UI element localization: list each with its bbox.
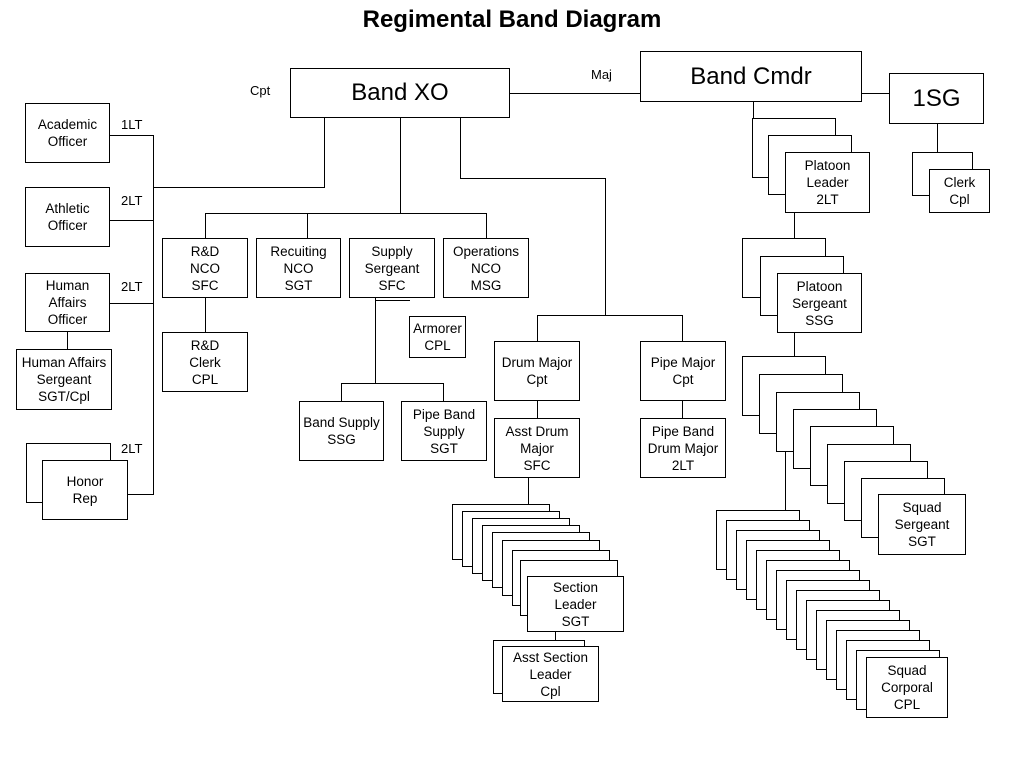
connector-line (67, 332, 68, 349)
connector-line (110, 220, 154, 221)
connector-line (443, 383, 444, 401)
connector-line (110, 303, 154, 304)
rank-label-human-affairs: 2LT (121, 279, 143, 294)
connector-line (753, 102, 754, 119)
connector-line (682, 401, 683, 418)
connector-line (794, 213, 795, 238)
band-supply-box: Band Supply SSG (299, 401, 384, 461)
rank-label-athletic: 2LT (121, 193, 143, 208)
connector-line (937, 124, 938, 152)
connector-line (528, 478, 529, 504)
connector-line (205, 213, 206, 238)
connector-line (537, 315, 683, 316)
rd-nco-box: R&D NCO SFC (162, 238, 248, 298)
connector-line (785, 416, 786, 511)
connector-line (460, 178, 606, 179)
rank-label-academic: 1LT (121, 117, 143, 132)
pipe-band-supply-box: Pipe Band Supply SGT (401, 401, 487, 461)
athletic-officer-box: Athletic Officer (25, 187, 110, 247)
connector-line (862, 93, 889, 94)
connector-line (110, 135, 154, 136)
connector-line (794, 333, 795, 358)
rank-label-maj: Maj (591, 67, 612, 82)
connector-line (128, 494, 154, 495)
connector-line (400, 118, 401, 213)
honor-rep-box: Honor Rep (42, 460, 128, 520)
pipe-major-box: Pipe Major Cpt (640, 341, 726, 401)
1sg-box: 1SG (889, 73, 984, 124)
platoon-sergeant-box: Platoon Sergeant SSG (777, 273, 862, 333)
asst-drum-major-box: Asst Drum Major SFC (494, 418, 580, 478)
connector-line (375, 300, 410, 301)
recruiting-nco-box: Recuiting NCO SGT (256, 238, 341, 298)
asst-section-leader-box: Asst Section Leader Cpl (502, 646, 599, 702)
connector-line (153, 187, 325, 188)
connector-line (153, 135, 154, 495)
connector-line (324, 118, 325, 187)
connector-line (537, 315, 538, 341)
human-affairs-sergeant-box: Human Affairs Sergeant SGT/Cpl (16, 349, 112, 410)
connector-line (460, 118, 461, 178)
diagram-title: Regimental Band Diagram (362, 6, 662, 33)
connector-line (682, 315, 683, 341)
connector-line (605, 178, 606, 315)
connector-line (341, 383, 444, 384)
section-leader-box: Section Leader SGT (527, 576, 624, 632)
connector-line (205, 213, 487, 214)
rd-clerk-box: R&D Clerk CPL (162, 332, 248, 392)
connector-line (537, 401, 538, 418)
clerk-box-front: Clerk Cpl (929, 169, 990, 213)
rank-label-cpt: Cpt (250, 83, 271, 98)
drum-major-box: Drum Major Cpt (494, 341, 580, 401)
operations-nco-box: Operations NCO MSG (443, 238, 529, 298)
connector-line (555, 632, 556, 640)
connector-line (486, 213, 487, 238)
squad-sergeant-box: Squad Sergeant SGT (878, 494, 966, 555)
rank-label-honor: 2LT (121, 441, 143, 456)
platoon-leader-box: Platoon Leader 2LT (785, 152, 870, 213)
connector-line (341, 383, 342, 401)
band-cmdr-box: Band Cmdr (640, 51, 862, 102)
connector-line (375, 298, 376, 383)
band-xo-box: Band XO (290, 68, 510, 118)
pipe-band-drum-major-box: Pipe Band Drum Major 2LT (640, 418, 726, 478)
academic-officer-box: Academic Officer (25, 103, 110, 163)
connector-line (307, 213, 308, 238)
connector-line (510, 93, 640, 94)
supply-sergeant-box: Supply Sergeant SFC (349, 238, 435, 298)
armorer-box: Armorer CPL (409, 316, 466, 358)
squad-corporal-box: Squad Corporal CPL (866, 657, 948, 718)
human-affairs-officer-box: Human Affairs Officer (25, 273, 110, 332)
connector-line (205, 298, 206, 332)
